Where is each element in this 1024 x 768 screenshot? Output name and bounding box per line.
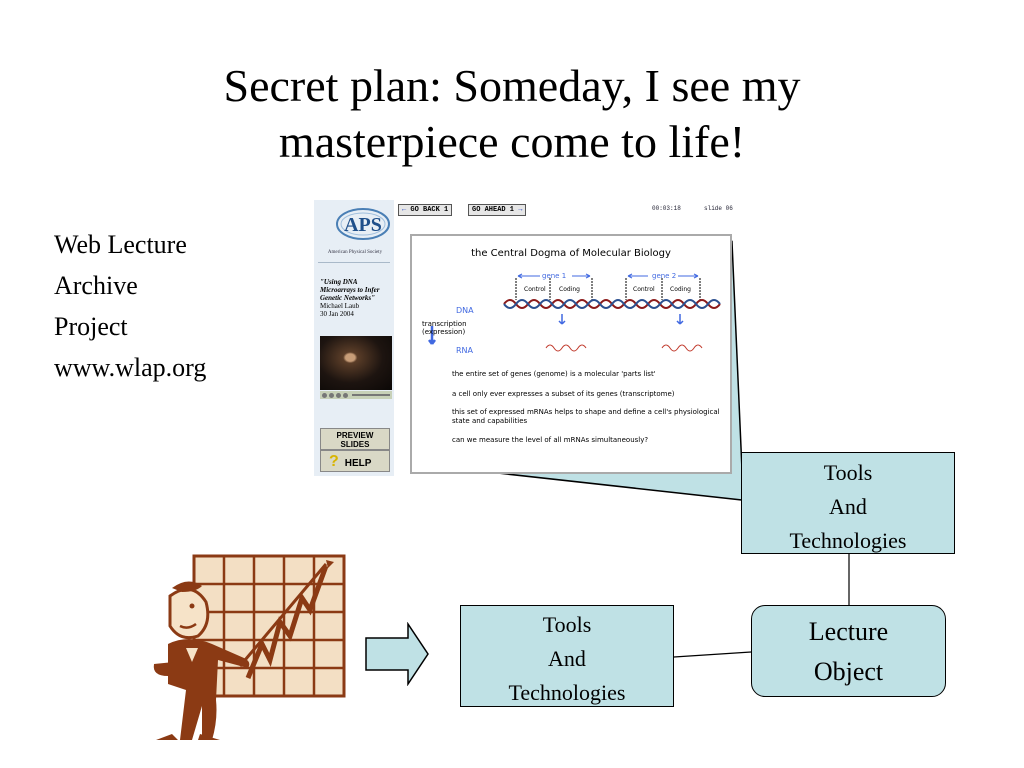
slide-number: slide 06	[704, 205, 733, 212]
dna-diagram	[428, 273, 721, 352]
side-text-line: Archive	[54, 271, 138, 300]
slide-bullet: the entire set of genes (genome) is a mo…	[452, 370, 656, 378]
player-sidebar: APS American Physical Society "Using DNA…	[314, 200, 394, 476]
coding-label: Coding	[670, 286, 691, 293]
tools-box-line: Technologies	[508, 680, 626, 705]
preview-slides-button[interactable]: PREVIEW SLIDES	[320, 428, 390, 450]
aps-logo: APS	[336, 208, 390, 240]
go-ahead-button[interactable]: GO AHEAD 1 →	[468, 204, 527, 216]
presenter-clipart	[153, 554, 346, 740]
side-text-line: Project	[54, 312, 128, 341]
gene1-label: gene 1	[542, 272, 567, 280]
aps-subtitle: American Physical Society	[327, 250, 383, 255]
expression-text: (expression)	[422, 328, 466, 336]
left-arrow-icon: ←	[402, 206, 407, 214]
slides-label: SLIDES	[340, 440, 370, 449]
lecture-video[interactable]	[320, 336, 392, 390]
preview-label: PREVIEW	[336, 431, 374, 440]
lecture-object-line: Object	[813, 657, 884, 686]
connector-tools-lecture	[673, 651, 752, 658]
callout-line: Technologies	[789, 528, 907, 553]
lecture-title: "Using DNA Microarrays to Infer Genetic …	[320, 278, 380, 302]
help-button[interactable]: ? HELP	[320, 450, 390, 472]
callout-tools-technologies: Tools And Technologies	[741, 452, 955, 554]
right-arrow-icon	[365, 622, 429, 686]
slide-title: Secret plan: Someday, I see my masterpie…	[0, 58, 1024, 170]
gene2-label: gene 2	[652, 272, 677, 280]
tools-box-line: Tools	[542, 612, 592, 637]
dna-label: DNA	[456, 306, 474, 315]
wlap-url: www.wlap.org	[54, 353, 207, 382]
slide-bullet: this set of expressed mRNAs helps to sha…	[452, 408, 720, 425]
video-controls[interactable]	[320, 391, 392, 399]
question-icon: ?	[329, 453, 339, 470]
go-back-label: GO BACK 1	[410, 206, 449, 214]
playback-time: 00:03:18	[652, 205, 681, 212]
pause-icon[interactable]	[329, 392, 334, 398]
inner-slide-title: the Central Dogma of Molecular Biology	[471, 248, 671, 259]
seek-slider[interactable]	[352, 394, 390, 396]
lecture-slide: the Central Dogma of Molecular Biology g…	[410, 234, 732, 474]
lecture-object-line: Lecture	[808, 617, 889, 646]
lecture-object-box: Lecture Object	[751, 605, 946, 697]
slide-title-line2: masterpiece come to life!	[278, 116, 746, 167]
side-text-line: Web Lecture	[54, 230, 187, 259]
control-label: Control	[633, 286, 655, 293]
rna-label: RNA	[456, 346, 474, 355]
help-label: HELP	[344, 458, 372, 469]
callout-line: Tools	[823, 460, 873, 485]
transcription-text: transcription	[422, 320, 467, 328]
aps-logo-text: APS	[344, 214, 382, 236]
tools-box-line: And	[548, 646, 586, 671]
play-icon[interactable]	[322, 392, 327, 398]
volume-icon[interactable]	[343, 392, 348, 398]
divider	[318, 262, 390, 263]
slide-bullet: a cell only ever expresses a subset of i…	[452, 390, 675, 398]
lecture-author: Michael Laub	[320, 302, 360, 310]
right-arrow-icon: →	[518, 206, 523, 214]
wlap-description: Web Lecture Archive Project www.wlap.org	[54, 224, 206, 388]
go-back-button[interactable]: ← GO BACK 1	[398, 204, 453, 216]
lecture-info: "Using DNA Microarrays to Infer Genetic …	[320, 278, 394, 318]
tools-technologies-box: Tools And Technologies	[460, 605, 674, 707]
control-label: Control	[524, 286, 546, 293]
transcription-label: transcription (expression)	[422, 320, 467, 336]
slide-bullet: can we measure the level of all mRNAs si…	[452, 436, 649, 444]
coding-label: Coding	[559, 286, 580, 293]
lecture-date: 30 Jan 2004	[320, 310, 354, 318]
go-ahead-label: GO AHEAD 1	[472, 206, 515, 214]
lecture-player-screenshot: APS American Physical Society "Using DNA…	[314, 200, 734, 476]
stop-icon[interactable]	[336, 392, 341, 398]
callout-line: And	[829, 494, 867, 519]
slide-title-line1: Secret plan: Someday, I see my	[223, 60, 801, 111]
